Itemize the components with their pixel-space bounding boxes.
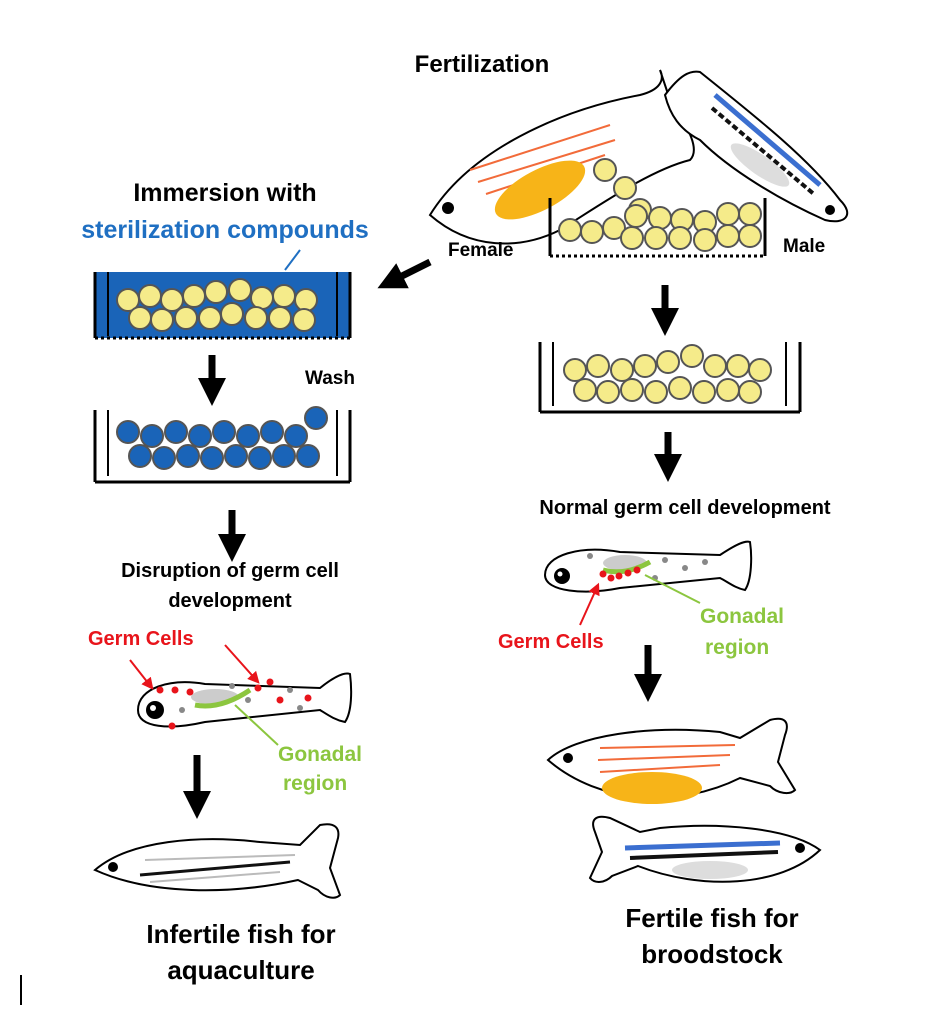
larva-icon xyxy=(543,540,753,593)
fertilization-title: Fertilization xyxy=(415,51,550,78)
male-label: Male xyxy=(783,236,825,257)
germ-cells-label: Germ Cells xyxy=(498,631,604,653)
zebrafish-male-icon xyxy=(588,815,822,883)
wash-label: Wash xyxy=(305,368,355,389)
disruption-label-line1: Disruption of germ cell xyxy=(121,560,339,582)
larva-icon xyxy=(136,672,353,730)
immersion-label-line2: sterilization compounds xyxy=(81,216,369,244)
infertile-label-line1: Infertile fish for xyxy=(146,919,335,949)
compound-pointer xyxy=(284,249,301,271)
gonad-pointer xyxy=(234,704,279,746)
gonadal-label-line2: region xyxy=(283,772,347,795)
egg-dish-icon xyxy=(548,198,767,258)
female-label: Female xyxy=(448,240,513,261)
gonadal-label-line1: Gonadal xyxy=(278,743,362,766)
gonad-pointer xyxy=(644,574,701,604)
gonadal-label-line2: region xyxy=(705,636,769,659)
zebrafish-female-icon xyxy=(546,717,797,804)
germ-cells-pointer xyxy=(579,582,600,626)
arrow-to-immersion xyxy=(377,258,432,289)
disruption-label-line2: development xyxy=(168,590,292,612)
germ-cells-label: Germ Cells xyxy=(88,628,194,650)
zebrafish-male-icon xyxy=(663,70,849,223)
immersion-dish xyxy=(93,272,352,340)
fertile-label-line1: Fertile fish for xyxy=(625,903,798,933)
germ-cells-pointer xyxy=(224,644,260,684)
text-cursor xyxy=(20,975,22,1005)
developing-egg-dish xyxy=(538,342,802,414)
infertile-fish-icon xyxy=(93,823,342,899)
normal-dev-label: Normal germ cell development xyxy=(539,497,831,519)
gonadal-label-line1: Gonadal xyxy=(700,605,784,628)
washed-egg-dish xyxy=(93,406,352,484)
germ-cells-pointer xyxy=(129,659,154,690)
infertile-label-line2: aquaculture xyxy=(167,955,314,985)
fertile-label-line2: broodstock xyxy=(641,939,783,969)
zebrafish-female-icon xyxy=(428,69,695,245)
immersion-label-line1: Immersion with xyxy=(133,179,316,207)
